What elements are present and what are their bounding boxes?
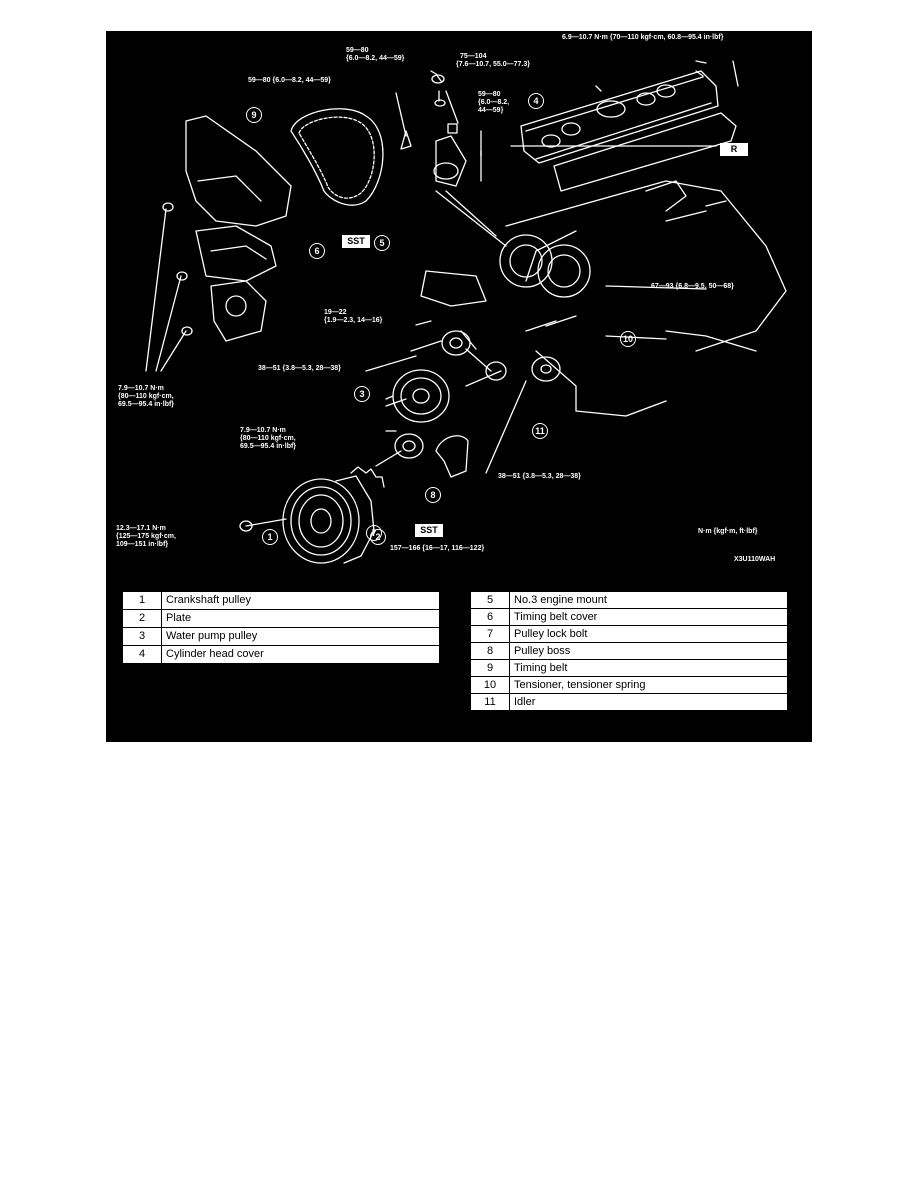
torque-label: 38—51 {3.8—5.3, 28—38} <box>498 473 581 480</box>
callout-10: 10 <box>620 331 636 347</box>
legend-number: 4 <box>122 645 162 664</box>
callout-1: 1 <box>262 529 278 545</box>
timing-belt-cover-art <box>185 115 292 342</box>
figure-code: X3U110WAH <box>734 556 776 563</box>
torque-label: 75—104 <box>460 53 487 60</box>
exploded-view-art <box>145 60 787 564</box>
legend-part-name: Crankshaft pulley <box>161 591 440 610</box>
pulley-boss-art <box>394 433 469 478</box>
legend-number: 3 <box>122 627 162 646</box>
torque-label: 109—151 in·lbf} <box>116 541 169 548</box>
torque-label: 59—80 <box>346 47 369 54</box>
torque-head-cover-label: 6.9—10.7 N·m {70—110 kgf·cm, 60.8—95.4 i… <box>562 34 724 41</box>
torque-label: 7.9—10.7 N·m <box>240 427 286 434</box>
engine-mount-art <box>420 135 507 307</box>
legend-number: 11 <box>470 693 510 711</box>
callout-9: 9 <box>246 107 262 123</box>
legend-number: 6 <box>470 608 510 626</box>
legend-number: 9 <box>470 659 510 677</box>
callout-11: 11 <box>532 423 548 439</box>
callout-3: 3 <box>354 386 370 402</box>
torque-label: 59—80 {6.0—8.2, 44—59} <box>248 77 331 84</box>
crankshaft-pulley-art <box>282 466 385 564</box>
torque-label: 157—166 {16—17, 116—122} <box>390 545 485 552</box>
water-pump-pulley-art <box>385 369 450 423</box>
timing-belt-art <box>290 108 384 206</box>
callout-5: 5 <box>374 235 390 251</box>
legend-number: 8 <box>470 642 510 660</box>
legend-number: 5 <box>470 591 510 609</box>
torque-label: 59—80 <box>478 91 501 98</box>
torque-label: {1.9—2.3, 14—16} <box>324 317 383 324</box>
torque-label: {6.0—8.2, 44—59} <box>346 55 405 62</box>
r-box: R <box>720 143 748 156</box>
sst-box: SST <box>342 235 370 248</box>
torque-label: {125—175 kgf·cm, <box>116 533 176 540</box>
units-label: N·m {kgf·m, ft·lbf} <box>698 528 758 535</box>
torque-label: 12.3—17.1 N·m <box>116 525 166 532</box>
torque-label: {80—110 kgf·cm, <box>240 435 296 442</box>
torque-label: 38—51 {3.8—5.3, 28—38} <box>258 365 341 372</box>
callout-6: 6 <box>309 243 325 259</box>
diagram-panel: 6.9—10.7 N·m {70—110 kgf·cm, 60.8—95.4 i… <box>106 31 812 742</box>
legend-number: 7 <box>470 625 510 643</box>
leader-lines-art <box>145 60 717 532</box>
legend-number: 10 <box>470 676 510 694</box>
torque-label: 69.5—95.4 in·lbf} <box>240 443 297 450</box>
legend-part-name: Cylinder head cover <box>161 645 440 664</box>
legend-part-name: Pulley boss <box>509 642 788 660</box>
torque-label: {80—110 kgf·cm, <box>118 393 174 400</box>
legend-part-name: Timing belt <box>509 659 788 677</box>
torque-label: 69.5—95.4 in·lbf} <box>118 401 175 408</box>
tensioner-idler-art <box>441 315 577 382</box>
legend-part-name: No.3 engine mount <box>509 591 788 609</box>
torque-label: 19—22 <box>324 309 347 316</box>
torque-label: {6.0—8.2, <box>478 99 510 106</box>
legend-part-name: Plate <box>161 609 440 628</box>
callout-8: 8 <box>425 487 441 503</box>
torque-label: 44—59} <box>478 107 504 114</box>
legend-part-name: Idler <box>509 693 788 711</box>
torque-label: {7.6—10.7, 55.0—77.3} <box>456 61 530 68</box>
engine-block-art <box>499 180 787 417</box>
callout-7: 7 <box>366 525 382 541</box>
legend-part-name: Pulley lock bolt <box>509 625 788 643</box>
sst-box: SST <box>415 524 443 537</box>
callout-4: 4 <box>528 93 544 109</box>
legend-number: 2 <box>122 609 162 628</box>
torque-label: 67—93 {6.8—9.5, 50—68} <box>651 283 734 290</box>
legend-part-name: Tensioner, tensioner spring <box>509 676 788 694</box>
cylinder-head-cover-art <box>520 70 737 192</box>
legend-number: 1 <box>122 591 162 610</box>
torque-label: 7.9—10.7 N·m <box>118 385 164 392</box>
legend-part-name: Water pump pulley <box>161 627 440 646</box>
top-bolts-art <box>400 60 739 182</box>
legend-part-name: Timing belt cover <box>509 608 788 626</box>
